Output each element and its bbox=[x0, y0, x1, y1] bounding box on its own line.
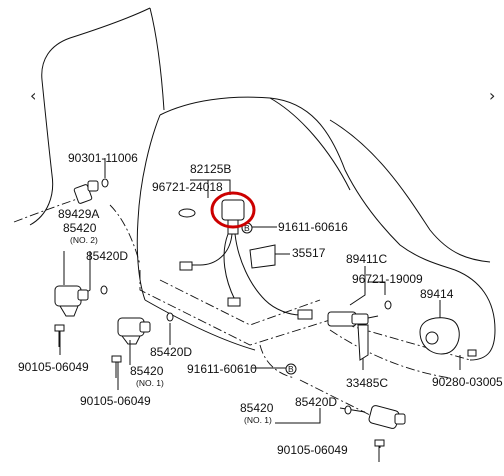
label-90105-06049-mid: 90105-06049 bbox=[80, 394, 151, 408]
highlight-circle bbox=[210, 191, 256, 229]
part-85420-no1-sensor-bot bbox=[368, 405, 406, 429]
label-89429a: 89429A bbox=[58, 207, 99, 221]
part-91611-60610-bolt: B bbox=[285, 363, 297, 375]
part-90280-clip bbox=[467, 349, 477, 357]
label-90301-11006: 90301-11006 bbox=[68, 151, 138, 165]
label-91611-60610: 91611-60610 bbox=[187, 362, 257, 376]
label-96721-19009: 96721-19009 bbox=[352, 272, 423, 286]
label-89414: 89414 bbox=[420, 287, 454, 301]
label-85420d-top: 85420D bbox=[86, 249, 128, 263]
label-85420d-bot: 85420D bbox=[295, 395, 337, 409]
transmission-outline bbox=[29, 7, 496, 361]
svg-text:B: B bbox=[288, 364, 294, 374]
part-89429a-plug bbox=[73, 180, 99, 204]
part-85420-no1-sensor-mid bbox=[117, 317, 151, 345]
part-89411c-sensor bbox=[327, 311, 379, 327]
chevron-left-icon: ‹ bbox=[30, 86, 37, 105]
part-90105-bolt-left bbox=[54, 324, 65, 347]
label-no1-mid: (NO. 1) bbox=[136, 378, 164, 388]
reference-lines bbox=[13, 197, 471, 421]
part-90301-oring bbox=[101, 178, 109, 188]
label-85420-no1-mid: 85420 bbox=[130, 364, 164, 378]
part-35517-bracket bbox=[249, 244, 276, 269]
part-96721-24018-grommet bbox=[178, 208, 196, 218]
part-90105-bolt-mid bbox=[111, 355, 122, 378]
label-85420d-mid: 85420D bbox=[150, 345, 192, 359]
label-90280-03005: 90280-03005 bbox=[432, 375, 503, 389]
part-85420-no2-sensor bbox=[54, 285, 89, 317]
part-85420d-oring-bot bbox=[344, 405, 352, 415]
label-33485c: 33485C bbox=[346, 376, 388, 390]
chevron-right-icon: › bbox=[489, 86, 496, 105]
part-labels: 90301-11006 89429A 85420 (NO. 2) 85420D … bbox=[18, 151, 503, 457]
part-85420d-oring-top bbox=[100, 285, 108, 295]
label-91611-60616: 91611-60616 bbox=[278, 220, 348, 234]
part-96721-19009-oring bbox=[384, 300, 392, 310]
label-85420-no2: 85420 bbox=[63, 221, 97, 235]
label-no2: (NO. 2) bbox=[70, 235, 98, 245]
part-90105-bolt-bot bbox=[374, 439, 385, 462]
part-shapes: B B bbox=[54, 178, 477, 462]
svg-text:B: B bbox=[244, 223, 250, 233]
next-arrow-button[interactable]: › bbox=[489, 86, 495, 105]
label-90105-06049-left: 90105-06049 bbox=[18, 360, 89, 374]
label-85420-no1-bot: 85420 bbox=[240, 401, 274, 415]
prev-arrow-button[interactable]: ‹ bbox=[30, 86, 36, 105]
label-90105-06049-bot: 90105-06049 bbox=[277, 443, 348, 457]
label-82125b: 82125B bbox=[190, 162, 231, 176]
label-96721-24018: 96721-24018 bbox=[152, 180, 223, 194]
label-89411c: 89411C bbox=[346, 252, 387, 266]
label-no1-bot: (NO. 1) bbox=[244, 415, 272, 425]
label-35517: 35517 bbox=[292, 246, 326, 260]
part-33485c-bracket bbox=[357, 324, 369, 361]
part-85420d-oring-mid bbox=[166, 312, 174, 322]
part-89414-sensor bbox=[419, 317, 460, 355]
